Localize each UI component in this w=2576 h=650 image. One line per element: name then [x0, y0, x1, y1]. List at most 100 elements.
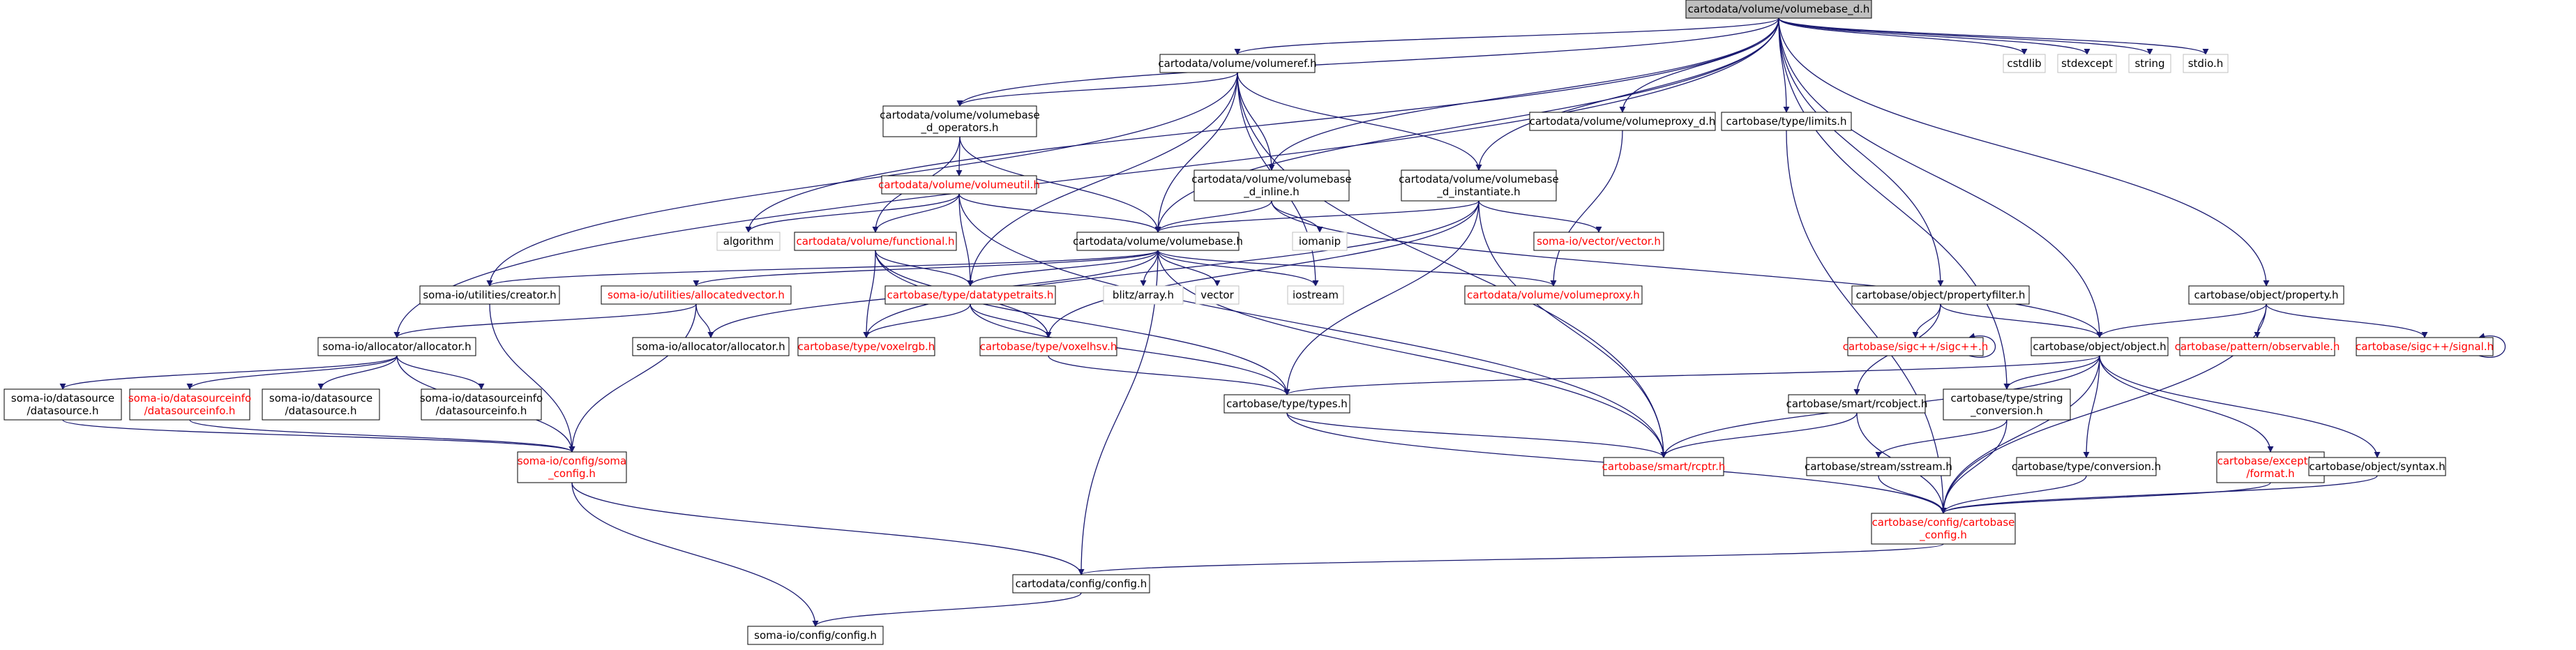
node-label: _d_inline.h — [1243, 186, 1300, 199]
node-volumeproxy_d[interactable]: cartodata/volume/volumeproxy_d.h — [1529, 112, 1716, 131]
node-signal[interactable]: cartobase/sigc++/signal.h — [2356, 337, 2494, 356]
edge-volumeref-to-vb_dinline — [1237, 72, 1275, 171]
node-label: soma-io/utilities/creator.h — [423, 289, 556, 301]
edge-object-to-string_conv — [2003, 355, 2100, 390]
node-box — [1806, 457, 1951, 476]
edge-datatypetraits-to-types — [970, 303, 1290, 395]
node-label: blitz/array.h — [1113, 289, 1174, 301]
edge-root-to-algorithm — [745, 17, 1779, 233]
edge-volumebase-to-cd_config — [1078, 250, 1159, 575]
node-label: cartodata/volume/volumebase — [1191, 173, 1351, 186]
edge-volumebase-to-volumeproxy — [1157, 250, 1557, 287]
node-label: iostream — [1293, 289, 1339, 301]
node-somaconfig[interactable]: soma-io/config/soma_config.h — [517, 451, 627, 483]
node-syntax[interactable]: cartobase/object/syntax.h — [2308, 457, 2446, 476]
node-vb_dinst[interactable]: cartodata/volume/volumebase_d_instantiat… — [1399, 169, 1559, 202]
node-box — [601, 285, 792, 305]
edge-root-to-vb_dinline — [1268, 17, 1779, 171]
edge-volumeref-to-creator — [486, 72, 1238, 287]
node-functional[interactable]: cartodata/volume/functional.h — [794, 232, 957, 251]
node-soma_config[interactable]: soma-io/config/config.h — [747, 626, 884, 645]
node-box — [1533, 232, 1664, 251]
node-box — [1871, 513, 2016, 545]
node-limits[interactable]: cartobase/type/limits.h — [1721, 112, 1852, 131]
node-box — [1851, 285, 2030, 305]
node-exc_format[interactable]: cartobase/exception/format.h — [2216, 451, 2325, 483]
node-box — [1103, 285, 1184, 305]
node-box — [129, 388, 250, 421]
edge-root-to-property — [1778, 17, 2270, 287]
edge-rcobject-to-rcptr — [1660, 412, 1858, 458]
edge-string_conv-to-cb_config — [1940, 419, 2008, 514]
edge-root-to-stdio — [1778, 17, 2209, 55]
node-datasource2[interactable]: soma-io/datasource/datasource.h — [262, 388, 380, 421]
node-label: cartodata/volume/volumebase.h — [1073, 235, 1243, 248]
node-volumeref[interactable]: cartodata/volume/volumeref.h — [1158, 54, 1317, 73]
edge-volumeproxy_d-to-volumeproxy — [1550, 130, 1623, 287]
edge-datatypetraits-to-voxelrgb — [863, 303, 971, 338]
node-iostream: iostream — [1287, 285, 1344, 305]
node-label: /format.h — [2246, 467, 2294, 480]
node-allocator[interactable]: soma-io/allocator/allocator.h — [317, 337, 476, 356]
edge-voxelhsv-to-types — [1048, 355, 1290, 395]
node-box — [419, 285, 560, 305]
node-box — [884, 285, 1056, 305]
edge-allocator-to-datasourceinfo2 — [396, 355, 485, 390]
node-rcptr[interactable]: cartobase/smart/rcptr.h — [1602, 457, 1726, 476]
node-label: cartobase/sigc++/sigc++.h — [1843, 340, 1989, 353]
node-sigcpp[interactable]: cartobase/sigc++/sigc++.h — [1843, 337, 1989, 356]
edge-vb_dinst-to-somavector — [1478, 200, 1602, 233]
node-box — [979, 337, 1117, 356]
node-propertyfilter[interactable]: cartobase/object/propertyfilter.h — [1851, 285, 2030, 305]
edge-limits-to-cb_config — [1786, 130, 1947, 514]
node-types[interactable]: cartobase/type/types.h — [1223, 394, 1350, 414]
node-cd_config[interactable]: cartodata/config/config.h — [1012, 574, 1150, 594]
node-datasourceinfo[interactable]: soma-io/datasourceinfo/datasourceinfo.h — [128, 388, 251, 421]
node-box — [1847, 337, 1984, 356]
edge-object-to-cb_config — [1940, 355, 2100, 514]
node-voxelhsv[interactable]: cartobase/type/voxelhsv.h — [979, 337, 1117, 356]
edge-allocatedvector-to-alloc_allocator — [695, 303, 714, 338]
node-label: cartobase/type/voxelhsv.h — [980, 340, 1117, 353]
node-datasource[interactable]: soma-io/datasource/datasource.h — [3, 388, 122, 421]
node-box — [2016, 457, 2157, 476]
node-box — [262, 388, 380, 421]
node-root[interactable]: cartodata/volume/volumebase_d.h — [1685, 0, 1872, 19]
node-box — [1292, 232, 1348, 251]
node-property[interactable]: cartobase/object/property.h — [2188, 285, 2344, 305]
edge-allocatedvector-to-somaconfig — [568, 303, 697, 453]
node-label: cartodata/config/config.h — [1016, 577, 1147, 590]
edge-propertyfilter-to-sigcpp — [1912, 303, 1941, 338]
node-volumeutil[interactable]: cartodata/volume/volumeutil.h — [878, 175, 1040, 195]
node-label: stdio.h — [2188, 57, 2224, 70]
edge-allocator-to-datasourceinfo — [186, 355, 398, 390]
node-datasourceinfo2[interactable]: soma-io/datasourceinfo/datasourceinfo.h — [420, 388, 543, 421]
node-creator[interactable]: soma-io/utilities/creator.h — [419, 285, 560, 305]
node-vb_dinline[interactable]: cartodata/volume/volumebase_d_inline.h — [1191, 169, 1352, 202]
node-box — [1603, 457, 1724, 476]
node-observable[interactable]: cartobase/pattern/observable.h — [2175, 337, 2340, 356]
node-volumeproxy[interactable]: cartodata/volume/volumeproxy.h — [1464, 285, 1643, 305]
node-rcobject[interactable]: cartobase/smart/rcobject.h — [1786, 394, 1928, 414]
node-datatypetraits[interactable]: cartobase/type/datatypetraits.h — [884, 285, 1056, 305]
node-alloc_allocator[interactable]: soma-io/allocator/allocator.h — [632, 337, 790, 356]
node-label: cartobase/exception — [2217, 455, 2324, 467]
node-label: soma-io/utilities/allocatedvector.h — [608, 289, 785, 301]
edge-vb_dinst-to-voxelrgb — [863, 200, 1479, 338]
node-sstream[interactable]: cartobase/stream/sstream.h — [1805, 457, 1952, 476]
node-vb_dops[interactable]: cartodata/volume/volumebase_d_operators.… — [880, 105, 1040, 137]
node-label: cartobase/type/datatypetraits.h — [887, 289, 1054, 301]
node-volumebase[interactable]: cartodata/volume/volumebase.h — [1073, 232, 1243, 251]
node-voxelrgb[interactable]: cartobase/type/voxelrgb.h — [797, 337, 935, 356]
node-cb_config[interactable]: cartobase/config/cartobase_config.h — [1871, 513, 2016, 545]
node-conversion[interactable]: cartobase/type/conversion.h — [2012, 457, 2161, 476]
node-object[interactable]: cartobase/object/object.h — [2031, 337, 2169, 356]
node-somavector[interactable]: soma-io/vector/vector.h — [1533, 232, 1664, 251]
node-label: cstdlib — [2007, 57, 2041, 70]
node-label: soma-io/config/config.h — [754, 629, 877, 642]
node-allocatedvector[interactable]: soma-io/utilities/allocatedvector.h — [601, 285, 792, 305]
node-string_conv[interactable]: cartobase/type/string_conversion.h — [1943, 388, 2071, 421]
node-label: /datasource.h — [27, 405, 99, 417]
node-label: soma-io/datasourceinfo — [420, 392, 543, 405]
